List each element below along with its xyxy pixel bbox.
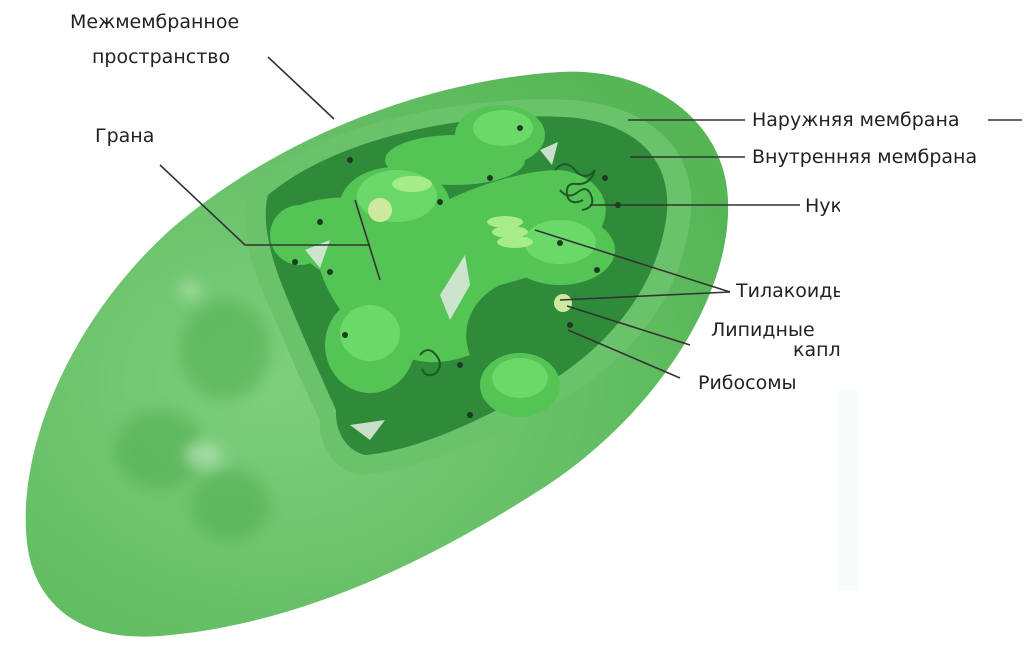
label-inner-membrane: Внутренняя мембрана — [752, 146, 977, 168]
label-intermembrane-line1: Межмембранное — [70, 11, 239, 33]
lower-mask-panel — [838, 390, 858, 590]
label-thylakoids: Тилакоиды — [735, 280, 847, 302]
label-lipid-line1: Липидные — [711, 319, 815, 341]
label-intermembrane-line2: пространство — [92, 46, 230, 68]
label-outer-membrane: Наружняя мембрана — [752, 109, 960, 131]
label-ribosomes: Рибосомы — [698, 372, 797, 394]
label-grana: Грана — [95, 125, 154, 147]
right-mask-panel — [840, 195, 1026, 648]
